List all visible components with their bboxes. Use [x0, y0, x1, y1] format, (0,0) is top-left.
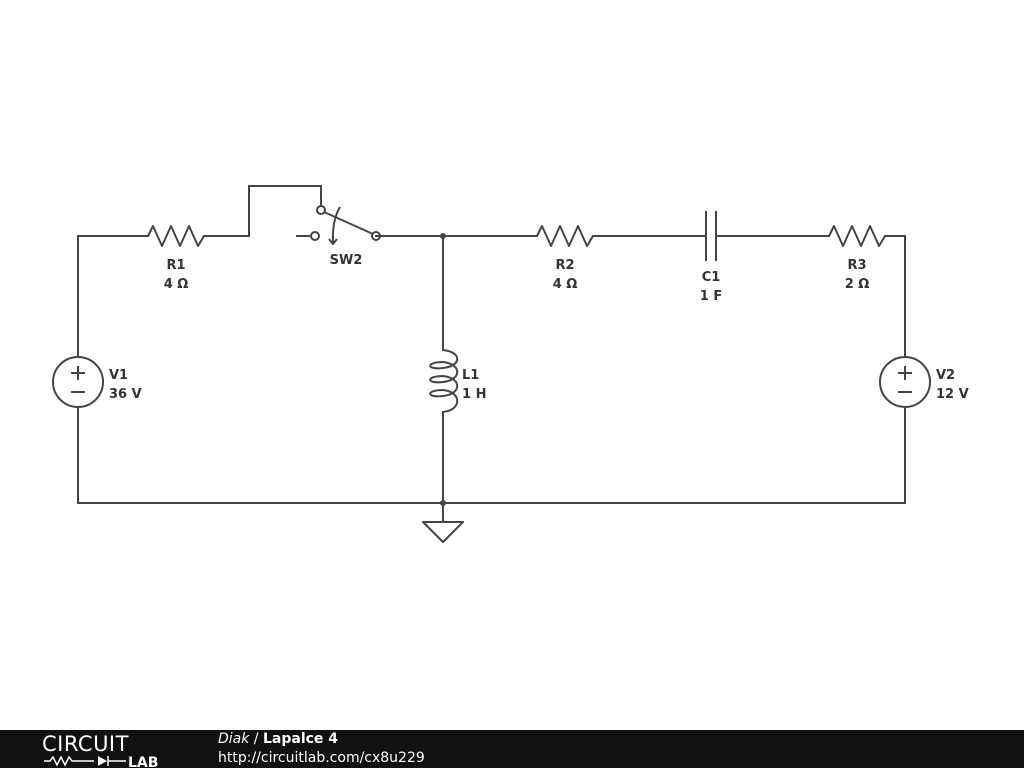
resistor-r3 — [828, 225, 886, 247]
logo-diode-glyph — [98, 756, 107, 766]
r2-name-label: R2 — [555, 258, 574, 273]
wire-v2-to-bottom — [77, 406, 906, 504]
r1-name-label: R1 — [166, 258, 185, 273]
resistor-r1 — [147, 225, 205, 247]
voltage-source-v1 — [52, 356, 104, 408]
ground-symbol — [422, 521, 464, 543]
sw2-name-label: SW2 — [330, 253, 363, 268]
resistor-r2 — [536, 225, 594, 247]
r3-name-label: R3 — [847, 258, 866, 273]
l1-value-label: 1 H — [462, 387, 486, 402]
footer-title: Diak / Lapalce 4 — [218, 730, 338, 748]
project-title[interactable]: Lapalce 4 — [262, 731, 339, 747]
author-link[interactable]: Diak — [218, 731, 250, 747]
junction-bottom — [440, 500, 446, 506]
logo-text-circuit: CIRCUIT — [42, 732, 129, 756]
footer-bar: CIRCUIT LAB Diak / Lapalce 4 http://circ… — [0, 730, 1024, 768]
c1-value-label: 1 F — [700, 289, 722, 304]
l1-name-label: L1 — [462, 368, 479, 383]
title-separator: / — [249, 731, 263, 747]
voltage-source-v2 — [879, 356, 931, 408]
circuit-schematic: R1 4 Ω SW2 R2 4 Ω C1 1 F R3 2 Ω V1 36 V … — [52, 185, 969, 543]
switch-sw2 — [310, 205, 381, 245]
v1-value-label: 36 V — [109, 387, 142, 402]
capacitor-c1 — [705, 211, 717, 261]
v2-name-label: V2 — [936, 368, 955, 383]
c1-name-label: C1 — [702, 270, 721, 285]
wire-r1-to-switch — [203, 185, 322, 237]
wires — [77, 185, 906, 523]
wire-r3-to-right — [884, 235, 906, 358]
circuitlab-logo[interactable]: CIRCUIT LAB — [42, 730, 182, 768]
r2-value-label: 4 Ω — [553, 277, 578, 292]
r1-value-label: 4 Ω — [164, 277, 189, 292]
logo-resistor-glyph — [44, 755, 94, 767]
logo-text-lab: LAB — [128, 755, 158, 768]
junction-top — [440, 233, 446, 239]
v1-name-label: V1 — [109, 368, 128, 383]
project-url-link[interactable]: http://circuitlab.com/cx8u229 — [218, 750, 425, 766]
inductor-l1 — [429, 349, 459, 413]
v2-value-label: 12 V — [936, 387, 969, 402]
r3-value-label: 2 Ω — [845, 277, 870, 292]
